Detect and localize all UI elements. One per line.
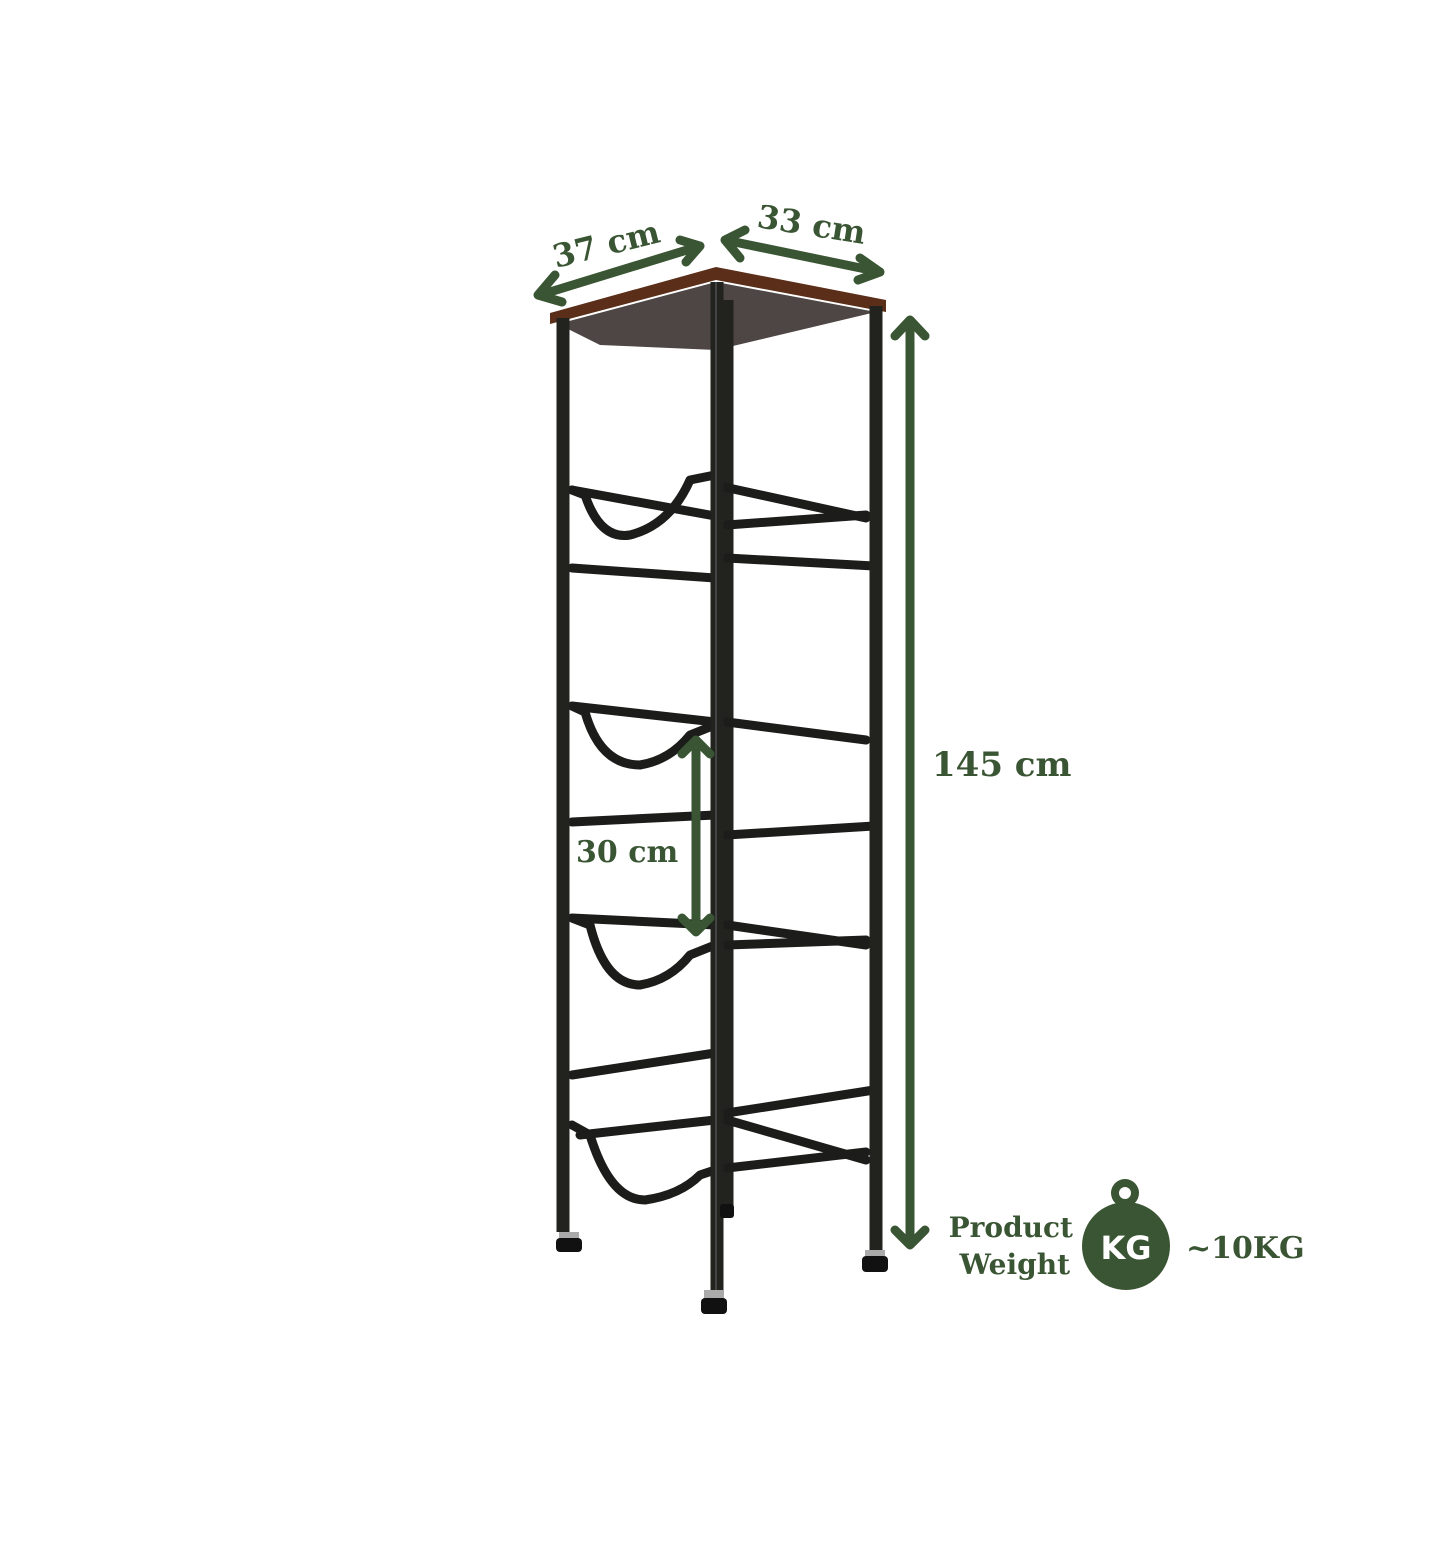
height-arrow [890, 315, 930, 1250]
weight-value: ~10KG [1186, 1231, 1305, 1266]
frame-legs [556, 282, 883, 1290]
depth-arrow [720, 225, 885, 285]
width-arrow [533, 235, 705, 307]
shelf-bars [567, 470, 879, 1205]
kg-badge-text: KG [1100, 1229, 1151, 1267]
weight-label-line2: Weight [959, 1248, 1071, 1281]
kg-weight-icon: KG [1082, 1179, 1170, 1290]
leveling-feet [556, 1204, 888, 1314]
shelf-spacing-arrow [677, 735, 715, 937]
depth-label: 33 cm [755, 197, 869, 252]
height-label: 145 cm [932, 745, 1072, 785]
weight-label-line1: Product [949, 1211, 1073, 1244]
shelf-spacing-label: 30 cm [576, 835, 678, 870]
